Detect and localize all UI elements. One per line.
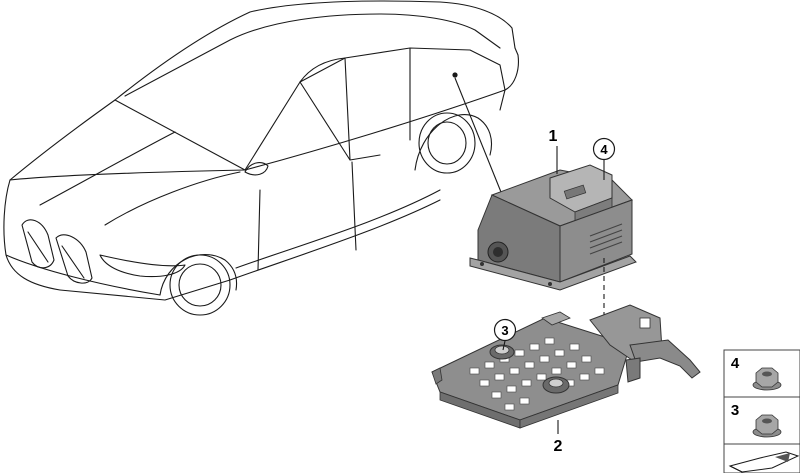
vehicle-outline bbox=[3, 0, 519, 316]
callout-part-4-circle: 4 bbox=[592, 137, 616, 180]
legend-number-4: 4 bbox=[731, 355, 740, 372]
callout-part-3-circle: 3 bbox=[493, 318, 517, 351]
legend-item-3: 3 bbox=[723, 396, 800, 445]
arrow-sheet-icon bbox=[723, 443, 800, 473]
parts-legend: 4 3 bbox=[723, 349, 800, 473]
callout-part-1: 1 bbox=[549, 128, 558, 174]
callout-label-1: 1 bbox=[549, 128, 558, 145]
callout-label-2: 2 bbox=[554, 438, 563, 455]
callout-part-2: 2 bbox=[554, 420, 563, 455]
hex-flange-nut-icon bbox=[752, 414, 782, 438]
hex-flange-nut-icon bbox=[752, 367, 782, 391]
mounting-bracket-part-2 bbox=[431, 304, 701, 429]
callout-label-3: 3 bbox=[501, 323, 508, 338]
location-indicator bbox=[452, 72, 504, 198]
callout-label-4: 4 bbox=[600, 142, 608, 157]
legend-item-4: 4 bbox=[723, 349, 800, 398]
control-module-part-1 bbox=[469, 164, 637, 291]
legend-number-3: 3 bbox=[731, 402, 739, 419]
